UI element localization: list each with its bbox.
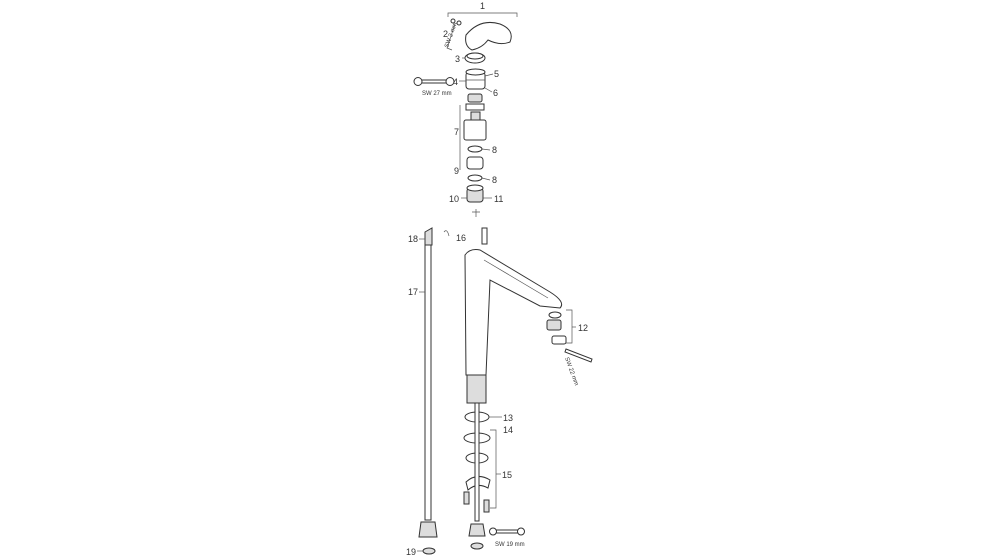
wrench-19-end-b	[517, 527, 525, 536]
label-12: 12	[578, 323, 588, 333]
screw-2	[450, 18, 456, 24]
washer-center	[470, 542, 484, 550]
wrench-27-end-a	[413, 77, 423, 86]
label-8a: 8	[492, 145, 497, 155]
label-2: 2	[443, 29, 448, 39]
leader-16	[443, 230, 450, 237]
part-9	[466, 156, 484, 170]
label-sw22: SW 22 mm	[563, 357, 579, 387]
part-8-seal-a	[467, 145, 483, 153]
label-5: 5	[494, 69, 499, 79]
part-19-washer	[422, 547, 436, 555]
label-9: 9	[454, 166, 459, 176]
leader-8b	[481, 177, 491, 181]
label-17: 17	[408, 287, 418, 297]
label-11: 11	[494, 194, 503, 204]
part-6-gear	[467, 93, 483, 103]
wrench-22-icon	[564, 348, 593, 363]
label-14: 14	[503, 425, 513, 435]
wrench-27-end-b	[445, 77, 455, 86]
spout-edge	[483, 259, 549, 299]
hose-nut-center	[468, 523, 486, 537]
label-15: 15	[502, 470, 512, 480]
wrench-19-icon	[494, 529, 519, 534]
label-10: 10	[449, 194, 459, 204]
hose-nut-left	[418, 521, 438, 538]
label-18: 18	[408, 234, 418, 244]
leader-5	[484, 73, 494, 77]
label-16: 16	[456, 233, 466, 243]
part-11	[466, 184, 484, 192]
faucet-body	[464, 249, 563, 376]
label-13: 13	[503, 413, 513, 423]
screw-15a	[463, 491, 470, 505]
label-19: 19	[406, 547, 416, 557]
label-4: 4	[453, 77, 458, 87]
supply-hose-center	[474, 402, 480, 522]
label-3: 3	[455, 54, 460, 64]
lever-handle	[465, 21, 512, 51]
label-6: 6	[493, 88, 498, 98]
bracket-1	[447, 12, 518, 17]
allen-key	[446, 23, 456, 51]
bracket-12	[566, 309, 573, 344]
leader-8a	[481, 148, 491, 151]
wrench-19-end-a	[489, 527, 497, 536]
screw-2b	[456, 20, 462, 26]
part-12-seal	[548, 311, 562, 319]
part-3-inner	[466, 52, 484, 60]
screw-15b	[483, 499, 490, 513]
part-12-housing	[551, 335, 567, 345]
cartridge-top	[465, 103, 485, 111]
part-16-stud	[481, 227, 488, 245]
part-12-aerator	[546, 319, 562, 331]
part-18-hose-end	[424, 227, 433, 246]
label-8b: 8	[492, 175, 497, 185]
wrench-27-icon	[419, 79, 449, 84]
bracket-15	[490, 429, 497, 509]
part-8-seal-b	[467, 174, 483, 182]
label-sw19: SW 19 mm	[495, 542, 525, 548]
leader-6	[484, 87, 493, 93]
threaded-shank	[466, 374, 487, 404]
part-17-hose	[424, 244, 432, 521]
label-1: 1	[480, 1, 485, 11]
label-7: 7	[454, 127, 459, 137]
screw-small	[472, 209, 480, 217]
part-5-ring	[465, 68, 486, 76]
label-sw27: SW 27 mm	[422, 91, 452, 97]
part-7-cartridge	[463, 119, 487, 141]
